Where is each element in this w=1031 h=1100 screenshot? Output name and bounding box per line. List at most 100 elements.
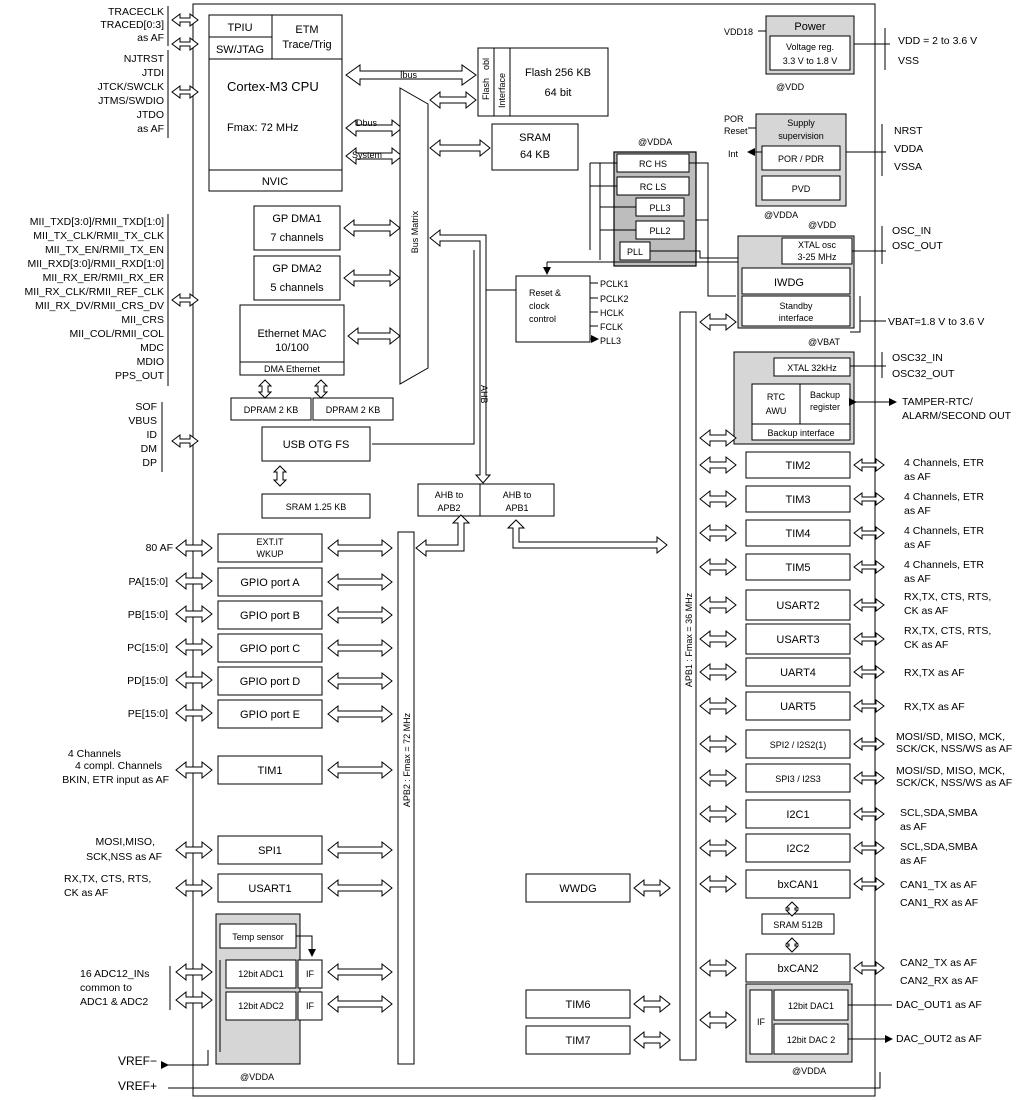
output-label: 4 Channels, ETR	[904, 491, 984, 503]
exti-label: EXT.IT	[256, 537, 284, 547]
ethernet-label: Ethernet MAC	[257, 328, 326, 340]
dac-if-block	[749, 989, 773, 1055]
osc-out-label: OSC_OUT	[892, 240, 943, 252]
pin-label: JTMS/SWDIO	[98, 95, 164, 107]
reset-clock-label: Reset &	[529, 288, 561, 298]
adc-pin-labels: 16 ADC12_INs common to ADC1 & ADC2	[80, 968, 149, 1008]
gpio-port-label: GPIO port E	[240, 709, 300, 721]
dma2-block	[253, 255, 341, 301]
spi1-block	[217, 835, 323, 865]
uart4-label: UART4	[780, 667, 816, 679]
bxcan1-block	[745, 869, 851, 899]
adc1-if-label: IF	[306, 969, 315, 979]
pin-label: SOF	[135, 401, 157, 413]
tim4-block	[745, 519, 851, 547]
adc2-if-block	[297, 991, 323, 1021]
voltage-reg-label: Voltage reg.	[786, 42, 834, 52]
output-label: DAC_OUT2 as AF	[896, 1033, 982, 1045]
bxcan2-block	[745, 953, 851, 983]
apb1-periph-arrows	[633, 312, 800, 1050]
uart5-label: UART5	[780, 701, 816, 713]
pin-label: TRACECLK	[108, 6, 164, 18]
clock-output-labels: PCLK1 PCLK2 HCLK FCLK PLL3	[600, 279, 629, 346]
swjtag-label: SW/JTAG	[216, 44, 264, 56]
vref-minus-label: VREF−	[118, 1054, 157, 1068]
pin-label: as AF	[137, 32, 164, 44]
usart3-block	[745, 623, 851, 655]
gpio-pin-labels: PA[15:0] PB[15:0] PC[15:0] PD[15:0] PE[1…	[127, 576, 168, 720]
output-label: as AF	[900, 855, 927, 867]
apb1-bridge-arrow	[506, 519, 668, 555]
output-label: MOSI/SD, MISO, MCK,	[896, 765, 1005, 777]
bus-matrix-label: Bus Matrix	[410, 210, 420, 253]
pin-label: MII_COL/RMII_COL	[69, 328, 164, 340]
power-vdd-label: @VDD	[776, 82, 805, 92]
usart1-pin-labels: RX,TX, CTS, RTS, CK as AF	[64, 873, 151, 899]
ethernet-dma-label: DMA Ethernet	[264, 364, 321, 374]
adc1-label: 12bit ADC1	[238, 969, 284, 979]
output-label: SCL,SDA,SMBA	[900, 841, 978, 853]
apb1-output-labels: 4 Channels, ETR as AF 4 Channels, ETR as…	[896, 457, 1012, 1045]
pin-label: as AF	[137, 123, 164, 135]
tim2-block	[745, 451, 851, 479]
adc2-block	[225, 991, 297, 1021]
backup-register-label: Backup	[810, 390, 840, 400]
output-label: as AF	[904, 573, 931, 585]
backup-register-sub-label: register	[810, 402, 840, 412]
output-label: CAN2_TX as AF	[900, 957, 977, 969]
mii-pin-labels: MII_TXD[3:0]/RMII_TXD[1:0] MII_TX_CLK/RM…	[25, 216, 165, 382]
ahb-apb2-sub-label: APB2	[437, 503, 460, 513]
gpio-port-block	[217, 600, 323, 630]
pin-label: 16 ADC12_INs	[80, 968, 149, 980]
usb-sram-label: SRAM 1.25 KB	[286, 502, 347, 512]
wwdg-block	[525, 873, 631, 903]
pin-label: PC[15:0]	[127, 642, 168, 654]
backup-if-block	[751, 423, 851, 441]
osc-in-label: OSC_IN	[892, 225, 931, 237]
power-label: Power	[794, 21, 826, 33]
gpio-port-label: GPIO port D	[240, 676, 301, 688]
clock-tree-lines	[589, 162, 780, 297]
dac2-label: 12bit DAC 2	[787, 1035, 836, 1045]
osc32-in-label: OSC32_IN	[892, 352, 943, 364]
cpu-label: Cortex-M3 CPU	[227, 79, 319, 94]
output-label: 4 Channels, ETR	[904, 525, 984, 537]
reset-clock-block	[515, 275, 591, 343]
uart4-block	[745, 657, 851, 687]
spi1-pin-labels: MOSI,MISO, SCK,NSS as AF	[86, 836, 162, 863]
sram-label: SRAM	[519, 132, 551, 144]
clock-output-label: FCLK	[600, 322, 623, 332]
adc1-if-block	[297, 959, 323, 989]
pin-label: JTCK/SWCLK	[97, 81, 164, 93]
pll-label: PLL	[627, 247, 643, 257]
output-label: as AF	[900, 821, 927, 833]
gpio-blocks: GPIO port A GPIO port B GPIO port C GPIO…	[217, 567, 323, 729]
apb1-bus	[679, 311, 697, 1061]
clock-output-label: PCLK1	[600, 279, 629, 289]
pin-label: SCK,NSS as AF	[86, 851, 162, 863]
pin-label: 4 Channels	[68, 748, 121, 760]
backup-if-label: Backup interface	[767, 428, 834, 438]
sram-block	[491, 123, 579, 171]
dpram-arrows	[257, 379, 329, 399]
adc2-if-label: IF	[306, 1001, 315, 1011]
pin-label: PA[15:0]	[129, 576, 169, 588]
ahb-apb1-label: AHB to	[503, 490, 532, 500]
pin-label: MII_TX_EN/RMII_TX_EN	[45, 244, 164, 256]
clock-output-label: PLL3	[600, 336, 621, 346]
pin-label: 4 compl. Channels	[75, 760, 162, 772]
rtc-label: RTC	[767, 392, 786, 402]
adc1-block	[225, 959, 297, 989]
jtag-pin-labels: NJTRST JTDI JTCK/SWCLK JTMS/SWDIO JTDO a…	[97, 53, 164, 135]
output-label: CAN1_TX as AF	[900, 879, 977, 891]
pin-label: VBUS	[128, 415, 157, 427]
tim4-label: TIM4	[785, 528, 810, 540]
pin-label: MII_RX_DV/RMII_CRS_DV	[35, 300, 164, 312]
usb-sram-arrow	[272, 465, 288, 487]
xtal32-block	[773, 357, 851, 377]
vbat-line	[850, 296, 886, 333]
output-label: 4 Channels, ETR	[904, 457, 984, 469]
vref-lines	[168, 1050, 881, 1089]
tim3-label: TIM3	[785, 494, 810, 506]
xtal32-label: XTAL 32kHz	[787, 363, 837, 373]
